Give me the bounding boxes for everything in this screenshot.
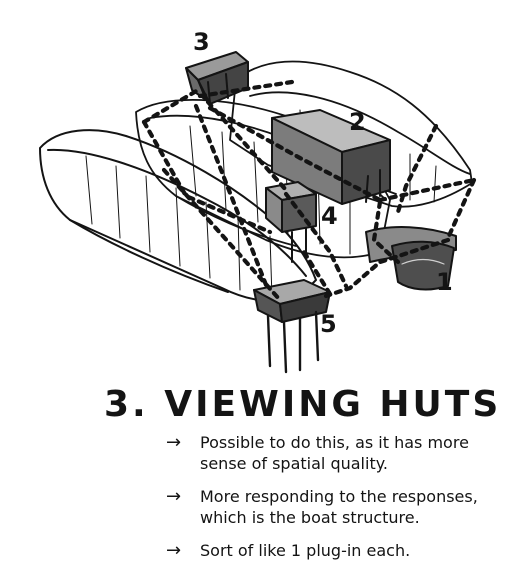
hut-label-3: 3	[193, 28, 210, 56]
note-item: → Possible to do this, as it has more se…	[166, 432, 506, 474]
hut-3-structure	[185, 51, 249, 105]
notes-list: → Possible to do this, as it has more se…	[166, 432, 506, 573]
arrow-icon: →	[166, 486, 182, 507]
note-item: → Sort of like 1 plug-in each.	[166, 540, 506, 561]
page-title: 3. VIEWING HUTS	[104, 384, 502, 425]
hut-label-2: 2	[349, 108, 366, 136]
front-boat-hull	[39, 129, 317, 302]
note-text: Sort of like 1 plug-in each.	[200, 541, 411, 560]
note-text: Possible to do this, as it has more sens…	[200, 433, 469, 473]
hut-label-4: 4	[321, 202, 338, 230]
hut-5-structure	[253, 279, 331, 374]
arrow-icon: →	[166, 540, 182, 561]
hut-label-1: 1	[436, 268, 453, 296]
hut-label-5: 5	[320, 310, 337, 338]
note-text: More responding to the responses, which …	[200, 487, 478, 527]
dashed-paths	[141, 79, 477, 303]
arrow-icon: →	[166, 432, 182, 453]
note-item: → More responding to the responses, whic…	[166, 486, 506, 528]
